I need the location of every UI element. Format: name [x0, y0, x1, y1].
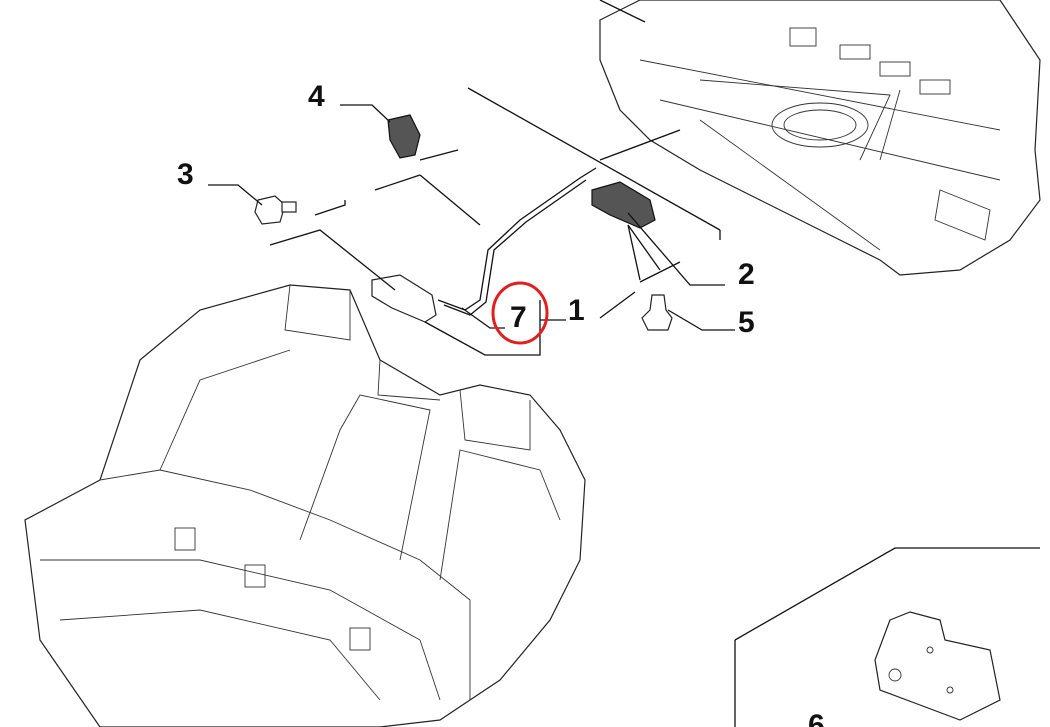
- rear-seat: [24, 284, 586, 727]
- part-4-latch-bracket: [387, 114, 421, 159]
- part-7-cable: [437, 167, 597, 316]
- leader-lines: [208, 87, 735, 356]
- callout-4: 4: [308, 80, 325, 113]
- callout-1: 1: [568, 294, 585, 327]
- part-6-hinge-bracket: [734, 547, 1040, 727]
- part-5-pin: [641, 294, 673, 331]
- part-1-release-handle: [371, 274, 437, 323]
- part-2-lock: [591, 181, 656, 229]
- part-3-bolt: [254, 195, 297, 225]
- callout-2: 2: [738, 258, 755, 291]
- highlight-circle: [491, 281, 549, 345]
- callout-3: 3: [177, 158, 194, 191]
- callout-6: 6: [808, 709, 825, 727]
- callout-5: 5: [738, 306, 755, 339]
- rear-parcel-shelf: [599, 0, 1041, 276]
- callout-7: 7: [510, 301, 527, 334]
